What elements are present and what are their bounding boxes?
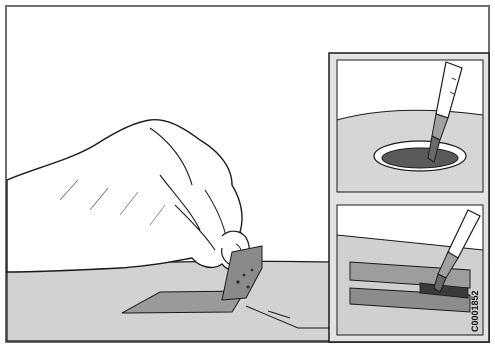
inset-bottom-view: C0001852: [337, 205, 483, 335]
reference-code: C0001852: [470, 290, 480, 332]
inset-top-view: [337, 60, 483, 192]
